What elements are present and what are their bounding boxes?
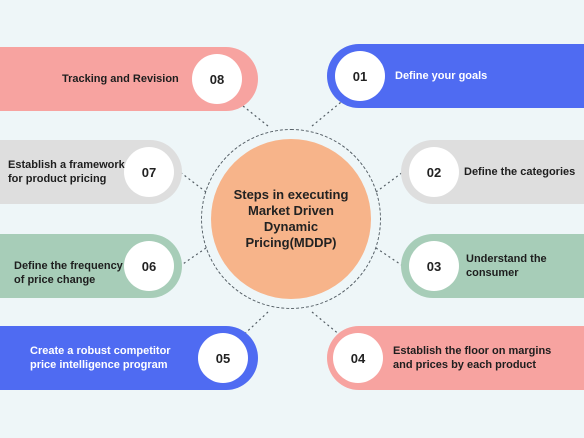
step-04-pill: 04 Establish the floor on margins and pr… xyxy=(327,326,584,390)
step-03-label: Understand the consumer xyxy=(466,253,547,279)
connector-07 xyxy=(179,171,207,193)
center-circle: Steps in executing Market Driven Dynamic… xyxy=(211,139,371,299)
step-04-number: 04 xyxy=(333,333,383,383)
step-06-label: Define the frequency of price change xyxy=(14,260,123,286)
center-title: Steps in executing Market Driven Dynamic… xyxy=(233,187,349,250)
step-04-label: Establish the floor on margins and price… xyxy=(393,345,552,371)
connector-08 xyxy=(237,101,269,127)
step-03-number: 03 xyxy=(409,241,459,291)
step-07-pill: Establish a framework for product pricin… xyxy=(0,140,182,204)
step-08-label: Tracking and Revision xyxy=(62,73,179,85)
step-02-label: Define the categories xyxy=(464,166,576,178)
step-08-pill: Tracking and Revision 08 xyxy=(0,47,258,111)
step-02-number: 02 xyxy=(409,147,459,197)
step-05-pill: Create a robust competitor price intelli… xyxy=(0,326,258,390)
step-02-pill: 02 Define the categories xyxy=(401,140,584,204)
step-01-pill: 01 Define your goals xyxy=(327,44,584,108)
step-06-number: 06 xyxy=(124,241,174,291)
step-05-number: 05 xyxy=(198,333,248,383)
step-06-pill: Define the frequency of price change 06 xyxy=(0,234,182,298)
step-01-label: Define your goals xyxy=(395,70,488,82)
step-01-number: 01 xyxy=(335,51,385,101)
step-08-number: 08 xyxy=(192,54,242,104)
step-05-label: Create a robust competitor price intelli… xyxy=(30,345,171,371)
connector-03 xyxy=(375,247,404,267)
center-dashed-ring xyxy=(201,129,381,309)
step-07-number: 07 xyxy=(124,147,174,197)
connector-02 xyxy=(375,171,404,193)
connector-05 xyxy=(237,311,269,341)
step-03-pill: 03 Understand the consumer xyxy=(401,234,584,298)
connector-06 xyxy=(179,247,207,267)
step-07-label: Establish a framework for product pricin… xyxy=(8,159,125,185)
